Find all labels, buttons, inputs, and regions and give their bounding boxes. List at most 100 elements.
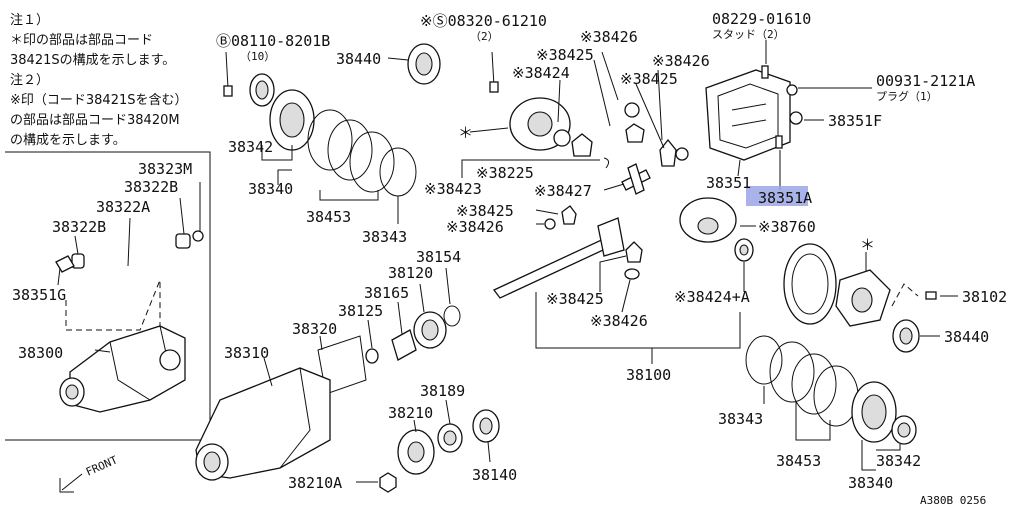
label-38300: 38300 (18, 344, 63, 362)
gasket-38453-l-2 (327, 119, 373, 181)
bracket-38342-l (261, 145, 293, 161)
label-38424A: ※38424+A (674, 288, 750, 306)
label-38165: 38165 (364, 284, 409, 302)
leader-08320 (491, 51, 495, 87)
label-38210: 38210 (388, 404, 433, 422)
bracket-38453-r (795, 402, 831, 441)
label-38453-r: 38453 (776, 452, 821, 470)
label-38154: 38154 (416, 248, 461, 266)
oring-38343-l (379, 147, 417, 197)
label-38425-a: ※38425 (536, 46, 594, 64)
washer-38424 (553, 129, 571, 147)
bottom-center-parts (195, 267, 500, 493)
label-38425-c: ※38425 (456, 202, 514, 220)
inset-frame (5, 151, 211, 441)
part-labels: Ⓑ08110-8201B （10） 38440 ※Ⓢ08320-61210 （2… (12, 10, 1007, 507)
pinion-shaft-38100 (492, 235, 618, 299)
leader-38426-a (601, 51, 619, 101)
leader-38322B-b (74, 235, 79, 255)
snap-38225 (603, 157, 610, 169)
note-line-1: 注１） (10, 13, 49, 28)
dashed-link-inset (65, 279, 161, 331)
label-plug-00931-desc: プラグ（1） (876, 89, 938, 103)
label-bolt-08320-qty: （2） (470, 30, 499, 43)
leader-38426-b (657, 69, 663, 141)
washer-38426-a (624, 102, 640, 118)
gasket-38453-l-3 (349, 131, 395, 193)
gear-38426-a (625, 123, 645, 143)
bracket-38340-l (277, 169, 292, 185)
bolt-08110 (223, 85, 233, 97)
note-line-3: 38421Sの構成を示します。 (10, 53, 175, 68)
leader-38100 (535, 292, 741, 349)
leader-38165 (397, 301, 403, 335)
label-38351G: 38351G (12, 286, 66, 304)
label-38100: 38100 (626, 366, 671, 384)
label-38351A: 38351A (758, 189, 812, 207)
notes-block: 注１） ＊印の部品は部品コード 38421Sの構成を示します。 注２） ※印（コ… (10, 13, 188, 148)
spacer-38165 (391, 329, 417, 361)
label-asterisk-l: ＊ (458, 124, 473, 142)
label-38426-a: ※38426 (580, 28, 638, 46)
label-38322B-a: 38322B (124, 178, 178, 196)
leader-38154 (445, 267, 451, 305)
leader-38425-d (599, 255, 627, 292)
label-38760: ※38760 (758, 218, 816, 236)
leader-38120 (419, 283, 425, 313)
leader-38140 (487, 441, 491, 463)
washer-38426-d (624, 268, 640, 280)
label-38340-l: 38340 (248, 180, 293, 198)
washer-38125 (365, 348, 379, 364)
diff-carrier-38300 (59, 325, 186, 413)
note-line-6: の部品は部品コード38420M (10, 113, 180, 128)
stud-08229 (761, 65, 769, 79)
label-38424-a: ※38424 (512, 64, 570, 82)
washer-38426-b (675, 147, 689, 161)
gear-38425-c (561, 205, 577, 225)
label-bolt-08320: ※Ⓢ08320-61210 (420, 12, 547, 30)
gear-38425-d (625, 241, 643, 263)
pinion-gear-head (597, 217, 625, 257)
nut-38210A (379, 472, 397, 493)
ring-38154 (443, 305, 461, 327)
elbow-38351G (55, 255, 75, 273)
connector-38323M (192, 230, 204, 242)
ring-gear-assembly (745, 243, 958, 471)
leader-38425-c (535, 209, 559, 215)
leader-38440-top (387, 57, 409, 61)
label-38120: 38120 (388, 264, 433, 282)
leader-38189 (445, 399, 451, 425)
label-38440-r: 38440 (944, 328, 989, 346)
label-stud-08229-desc: スタッド（2） (712, 28, 785, 41)
label-bolt-08110: Ⓑ08110-8201B (216, 32, 330, 50)
leader-38125 (367, 319, 373, 349)
label-38210A: 38210A (288, 474, 342, 492)
label-38426-b: ※38426 (652, 52, 710, 70)
reference-code: A380B 0256 (920, 494, 986, 507)
label-38440-top: 38440 (336, 50, 381, 68)
note-line-7: の構成を示します。 (10, 133, 126, 148)
gear-38425-b (659, 138, 677, 167)
label-38340-r: 38340 (848, 474, 893, 492)
label-38425-d: ※38425 (546, 290, 604, 308)
label-38351F: 38351F (828, 112, 882, 130)
hose-38322A-inner (69, 240, 181, 268)
label-38189: 38189 (420, 382, 465, 400)
label-plug-00931: 00931-2121A (876, 72, 975, 90)
leader-38423 (461, 159, 600, 178)
label-asterisk-r: ＊ (860, 236, 875, 254)
leader-38426-d (621, 279, 631, 313)
label-38310: 38310 (224, 344, 269, 362)
oring-38343-r (745, 335, 783, 385)
label-38125: 38125 (338, 302, 383, 320)
leader-asterisk-l (469, 127, 509, 133)
label-38425-b: ※38425 (620, 70, 678, 88)
bolt-38102 (925, 291, 937, 300)
label-38342-l: 38342 (228, 138, 273, 156)
leader-08110 (225, 51, 229, 89)
note-line-2: ＊印の部品は部品コード (10, 33, 153, 48)
label-stud-08229: 08229-01610 (712, 10, 811, 28)
bracket-38453-l (319, 190, 379, 201)
plug-38351F (789, 111, 803, 125)
